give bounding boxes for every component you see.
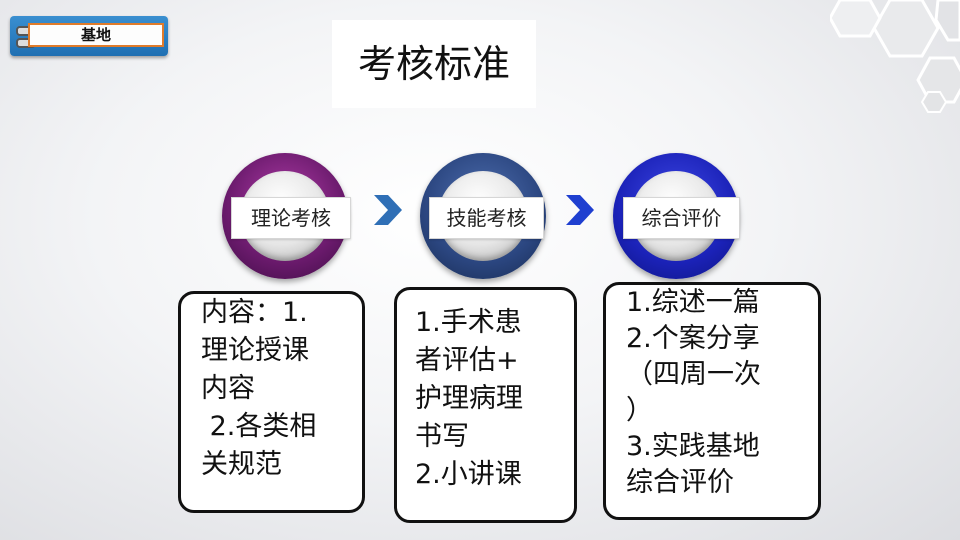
chevron-right-icon — [566, 195, 594, 225]
content-box-skill: 1.手术患 者评估+ 护理病理 书写 2.小讲课 — [394, 287, 577, 523]
content-box-overall: 1.综述一篇 2.个案分享 （四周一次 ） 3.实践基地 综合评价 — [603, 282, 821, 520]
step-label-skill: 技能考核 — [429, 197, 544, 239]
section-tag-label: 基地 — [28, 23, 164, 47]
slide-title: 考核标准 — [332, 20, 536, 108]
step-label-theory: 理论考核 — [231, 197, 351, 239]
step-label-overall: 综合评价 — [623, 197, 740, 239]
section-tag: 基地 — [10, 16, 168, 56]
hexagon-pattern — [830, 0, 960, 113]
chevron-right-icon — [374, 195, 402, 225]
content-box-theory: 内容：1. 理论授课 内容 2.各类相 关规范 — [178, 291, 365, 513]
